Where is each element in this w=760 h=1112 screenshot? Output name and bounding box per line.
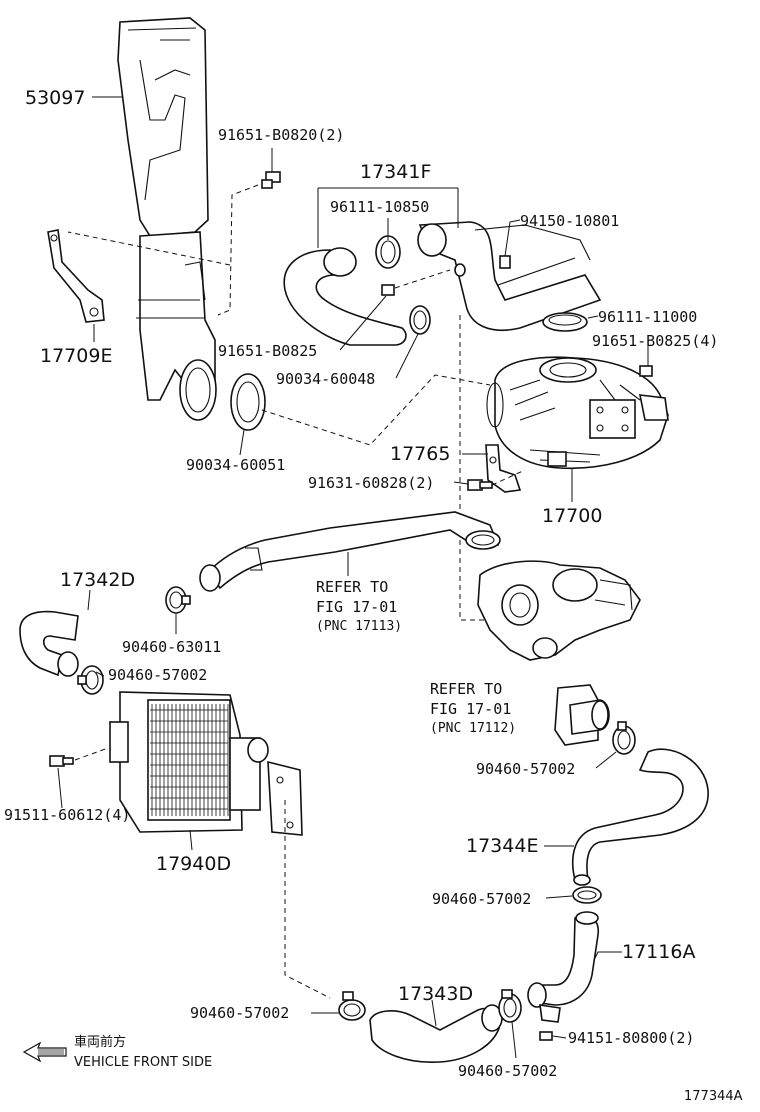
- label-96111-11000[interactable]: 96111-11000: [598, 308, 697, 326]
- label-17344e[interactable]: 17344E: [466, 835, 538, 857]
- label-90460-57002-a[interactable]: 90460-57002: [108, 666, 207, 684]
- clamp-90460-63011[interactable]: [165, 586, 191, 614]
- ref2-line2[interactable]: FIG 17-01: [430, 700, 511, 718]
- bolt-91651-b0825[interactable]: [381, 284, 395, 296]
- label-90460-57002-d[interactable]: 90460-57002: [190, 1004, 289, 1022]
- label-17342d[interactable]: 17342D: [60, 569, 135, 591]
- ref1-line2[interactable]: FIG 17-01: [316, 598, 397, 616]
- label-94151-80800[interactable]: 94151-80800(2): [568, 1029, 694, 1047]
- clamp-90034-60048[interactable]: [409, 305, 431, 335]
- clamp-96111-11000[interactable]: [542, 312, 588, 332]
- bolt-91511-60612[interactable]: [49, 755, 74, 767]
- label-96111-10850[interactable]: 96111-10850: [330, 198, 429, 216]
- pipe-17116a[interactable]: [527, 911, 600, 1023]
- label-17343d[interactable]: 17343D: [398, 983, 473, 1005]
- label-53097[interactable]: 53097: [25, 87, 85, 109]
- ref2-line3: (PNC 17112): [430, 721, 516, 736]
- label-90460-57002-e[interactable]: 90460-57002: [458, 1062, 557, 1080]
- label-17116a[interactable]: 17116A: [622, 941, 695, 963]
- clamp-90460-57002-b[interactable]: [612, 721, 636, 755]
- label-91631-60828[interactable]: 91631-60828(2): [308, 474, 434, 492]
- ref1-line3: (PNC 17113): [316, 619, 402, 634]
- label-90460-57002-b[interactable]: 90460-57002: [476, 760, 575, 778]
- bolt-91651-b0820[interactable]: [261, 171, 281, 189]
- label-91651-b0825[interactable]: 91651-B0825: [218, 342, 317, 360]
- outlet-flange-ref-17112[interactable]: [554, 684, 610, 746]
- ref1-line1: REFER TO: [316, 578, 388, 596]
- leader-lines: [57, 96, 649, 1059]
- label-91511-60612[interactable]: 91511-60612(4): [4, 806, 130, 824]
- hose-17344e[interactable]: [572, 748, 709, 886]
- label-90460-57002-c[interactable]: 90460-57002: [432, 890, 531, 908]
- intercooler-17940d[interactable]: [109, 691, 303, 836]
- clamp-90460-57002-e[interactable]: [498, 989, 522, 1023]
- vehicle-front-legend: 車両前方 VEHICLE FRONT SIDE: [22, 1034, 212, 1070]
- legend-japanese: 車両前方: [74, 1034, 126, 1050]
- clamp-90034-60051[interactable]: [230, 373, 266, 431]
- nut-94151-80800[interactable]: [539, 1031, 553, 1041]
- part-labels: 53097 91651-B0820(2) 17341F 96111-10850 …: [4, 87, 718, 1080]
- turbocharger-ref-17112[interactable]: [477, 560, 641, 661]
- bolt-91651-b0825-4[interactable]: [639, 365, 653, 377]
- bracket-17709e[interactable]: [47, 229, 105, 323]
- air-duct-53097[interactable]: [117, 17, 217, 421]
- ref2-line1: REFER TO: [430, 680, 502, 698]
- label-17700[interactable]: 17700: [542, 505, 602, 527]
- intake-pipe-ref-17113[interactable]: [199, 511, 501, 592]
- label-90034-60051[interactable]: 90034-60051: [186, 456, 285, 474]
- label-94150-10801[interactable]: 94150-10801: [520, 212, 619, 230]
- clamp-96111-10850[interactable]: [375, 235, 401, 269]
- hose-17341f[interactable]: [283, 221, 602, 346]
- clamp-90460-57002-d[interactable]: [338, 991, 366, 1021]
- supercharger-17700[interactable]: [486, 356, 669, 470]
- left-arrow-icon: [22, 1041, 67, 1063]
- label-90034-60048[interactable]: 90034-60048: [276, 370, 375, 388]
- drawing-number: 177344A: [684, 1089, 743, 1104]
- legend-english: VEHICLE FRONT SIDE: [74, 1055, 212, 1070]
- label-91651-b0820[interactable]: 91651-B0820(2): [218, 126, 344, 144]
- label-91651-b0825-4[interactable]: 91651-B0825(4): [592, 332, 718, 350]
- clamp-90460-57002-c[interactable]: [572, 886, 602, 904]
- label-90460-63011[interactable]: 90460-63011: [122, 638, 221, 656]
- label-17765[interactable]: 17765: [390, 443, 450, 465]
- hose-17342d[interactable]: [19, 610, 79, 677]
- bolt-91631-60828[interactable]: [467, 479, 493, 491]
- label-17341f[interactable]: 17341F: [360, 161, 431, 183]
- bolt-94150-10801[interactable]: [499, 255, 511, 269]
- clamp-90460-57002-a[interactable]: [77, 665, 104, 695]
- hose-17343d[interactable]: [369, 1004, 503, 1063]
- label-17940d[interactable]: 17940D: [156, 853, 231, 875]
- label-17709e[interactable]: 17709E: [40, 345, 112, 367]
